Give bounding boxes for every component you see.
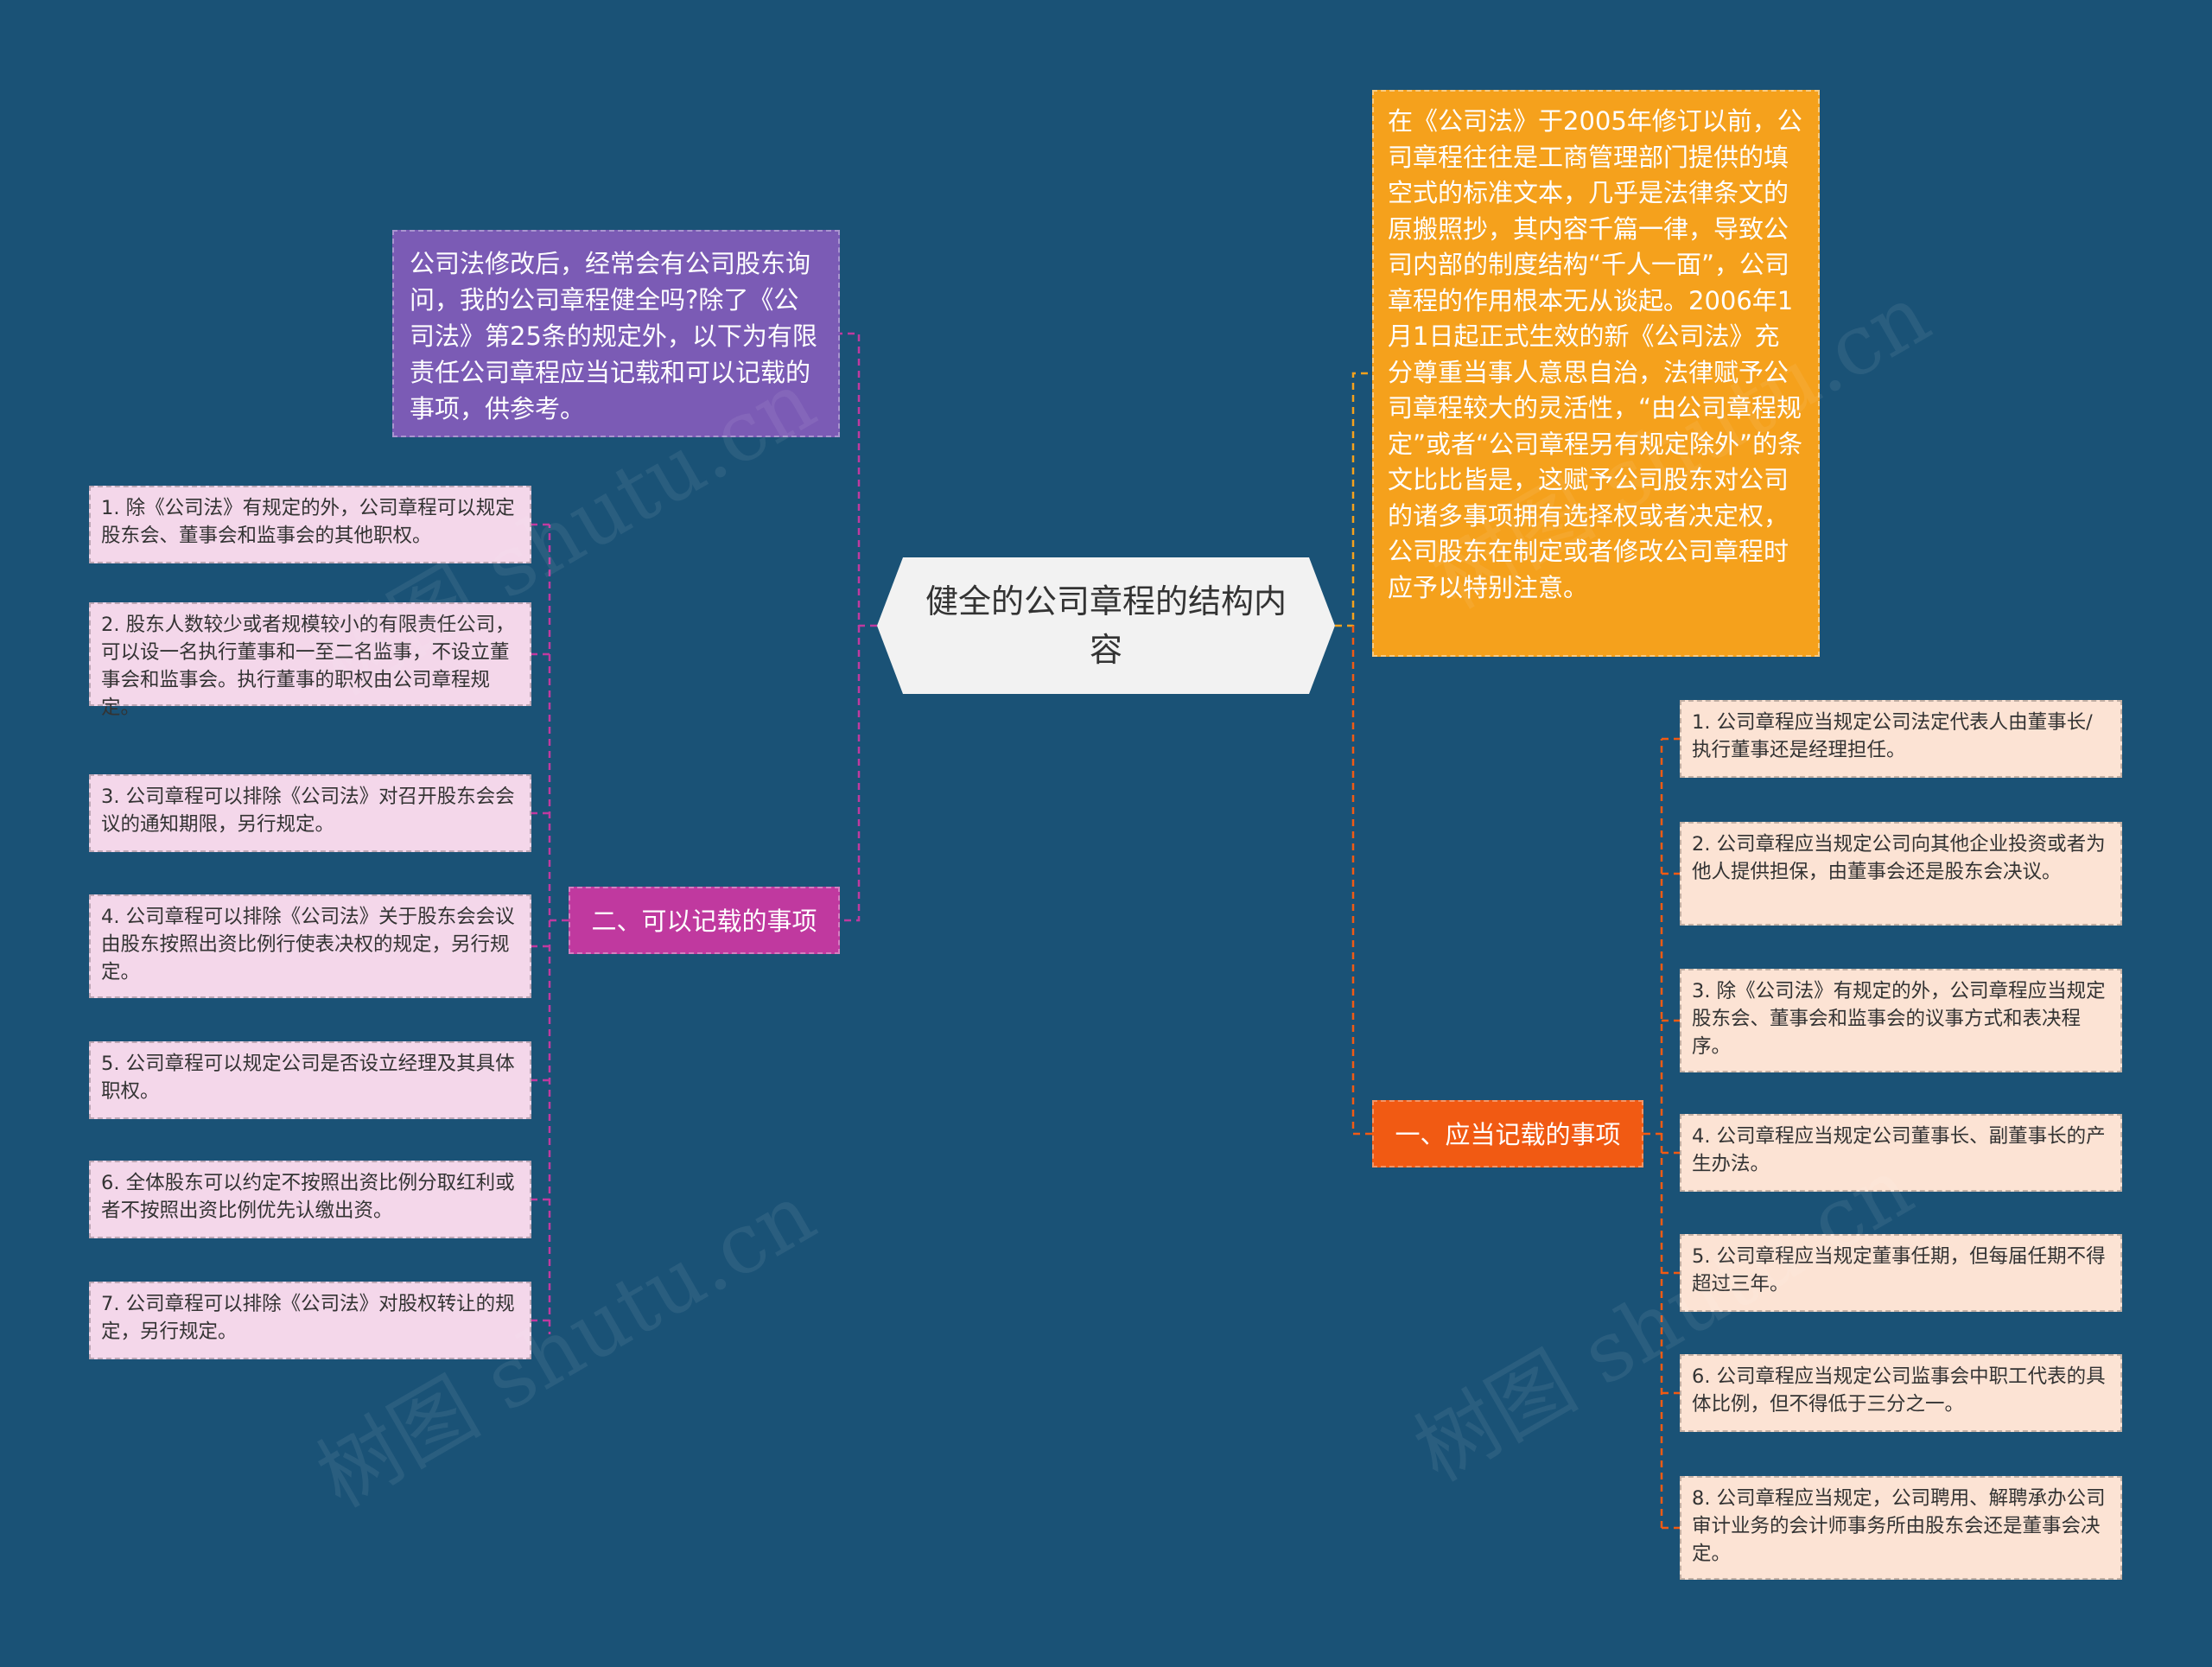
leaf-optional-2[interactable]: 2. 股东人数较少或者规模较小的有限责任公司，可以设一名执行董事和一至二名监事，… [89, 602, 531, 719]
leaf-optional-1[interactable]: 1. 除《公司法》有规定的外，公司章程可以规定股东会、董事会和监事会的其他职权。 [89, 486, 531, 563]
root-topic[interactable]: 健全的公司章程的结构内容 [877, 557, 1335, 694]
connector-root-intro-right [1335, 372, 1372, 627]
intro-right-note[interactable]: 在《公司法》于2005年修订以前，公司章程往往是工商管理部门提供的填空式的标准文… [1372, 90, 1820, 657]
leaf-required-8[interactable]: 8. 公司章程应当规定，公司聘用、解聘承办公司审计业务的会计师事务所由股东会还是… [1680, 1476, 2122, 1580]
leaf-required-3[interactable]: 3. 除《公司法》有规定的外，公司章程应当规定股东会、董事会和监事会的议事方式和… [1680, 969, 2122, 1072]
leaf-required-2[interactable]: 2. 公司章程应当规定公司向其他企业投资或者为他人提供担保，由董事会还是股东会决… [1680, 822, 2122, 926]
connector-branch-right-leaves [1643, 739, 1663, 1528]
connector-root-branch-right [1351, 626, 1372, 1136]
branch-required-items[interactable]: 一、应当记载的事项 [1372, 1100, 1643, 1168]
connector-root-branch-left [840, 626, 861, 922]
leaf-optional-7[interactable]: 7. 公司章程可以排除《公司法》对股权转让的规定，另行规定。 [89, 1282, 531, 1359]
connector-branch-left-leaves [548, 525, 569, 1334]
leaf-required-4[interactable]: 4. 公司章程应当规定公司董事长、副董事长的产生办法。 [1680, 1114, 2122, 1192]
intro-left-note[interactable]: 公司法修改后，经常会有公司股东询问，我的公司章程健全吗?除了《公司法》第25条的… [392, 230, 840, 437]
leaf-optional-3[interactable]: 3. 公司章程可以排除《公司法》对召开股东会会议的通知期限，另行规定。 [89, 774, 531, 852]
leaf-required-1[interactable]: 1. 公司章程应当规定公司法定代表人由董事长/执行董事还是经理担任。 [1680, 700, 2122, 778]
leaf-optional-6[interactable]: 6. 全体股东可以约定不按照出资比例分取红利或者不按照出资比例优先认缴出资。 [89, 1161, 531, 1238]
connector-root-intro-left [840, 332, 877, 627]
leaf-optional-4[interactable]: 4. 公司章程可以排除《公司法》关于股东会会议由股东按照出资比例行使表决权的规定… [89, 894, 531, 998]
leaf-required-6[interactable]: 6. 公司章程应当规定公司监事会中职工代表的具体比例，但不得低于三分之一。 [1680, 1354, 2122, 1432]
leaf-optional-5[interactable]: 5. 公司章程可以规定公司是否设立经理及其具体职权。 [89, 1041, 531, 1119]
branch-optional-items[interactable]: 二、可以记载的事项 [569, 887, 840, 954]
leaf-required-5[interactable]: 5. 公司章程应当规定董事任期，但每届任期不得超过三年。 [1680, 1234, 2122, 1312]
root-topic-label: 健全的公司章程的结构内容 [925, 582, 1287, 669]
